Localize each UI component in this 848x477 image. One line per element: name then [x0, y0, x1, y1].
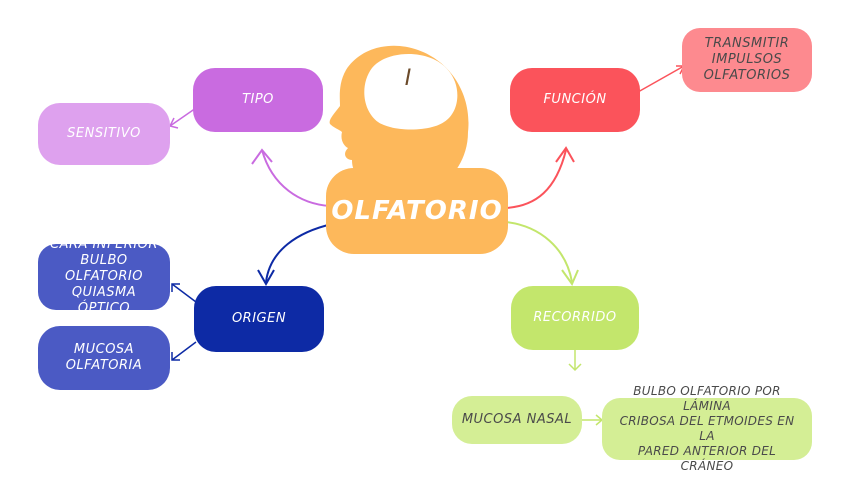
- arrowhead-tipo: [251, 148, 273, 165]
- connector-origen: [265, 223, 333, 283]
- arrowhead-origen: [257, 269, 275, 287]
- central-node-olfatorio: OLFATORIO: [326, 168, 508, 254]
- connector-tipo-sensitivo: [169, 107, 197, 127]
- connector-funcion-transmitir: [637, 65, 685, 93]
- arrowhead-recorrido: [561, 269, 579, 287]
- node-mucosa-nasal: MUCOSA NASAL: [452, 396, 582, 444]
- arrowhead-sensitivo: [168, 117, 179, 129]
- node-tipo: TIPO: [193, 68, 323, 132]
- node-sensitivo: SENSITIVO: [38, 103, 170, 165]
- arrowhead-cara: [171, 283, 180, 292]
- cranial-nerve-number: I: [404, 66, 412, 91]
- arrowhead-mucosa-olfatoria: [171, 352, 180, 361]
- connector-origen-cara: [171, 283, 197, 303]
- connector-tipo: [261, 149, 331, 207]
- node-transmitir-impulsos: TRANSMITIR IMPULSOS OLFATORIOS: [682, 28, 812, 92]
- connector-funcion: [505, 149, 567, 209]
- node-origen: ORIGEN: [194, 286, 324, 352]
- node-mucosa-olfatoria: MUCOSA OLFATORIA: [38, 326, 170, 390]
- arrowhead-funcion: [555, 146, 575, 163]
- node-cara-inferior: CARA INFERIOR BULBO OLFATORIO QUIASMA ÓP…: [38, 237, 170, 316]
- node-bulbo-lamina-cribosa: BULBO OLFATORIO POR LÁMINA CRIBOSA DEL E…: [602, 384, 812, 473]
- connector-origen-mucosa: [171, 341, 197, 361]
- arrowhead-mucosa-nasal: [568, 363, 582, 372]
- node-funcion: FUNCIÓN: [510, 68, 640, 132]
- connector-recorrido: [505, 221, 573, 283]
- node-recorrido: RECORRIDO: [511, 286, 639, 350]
